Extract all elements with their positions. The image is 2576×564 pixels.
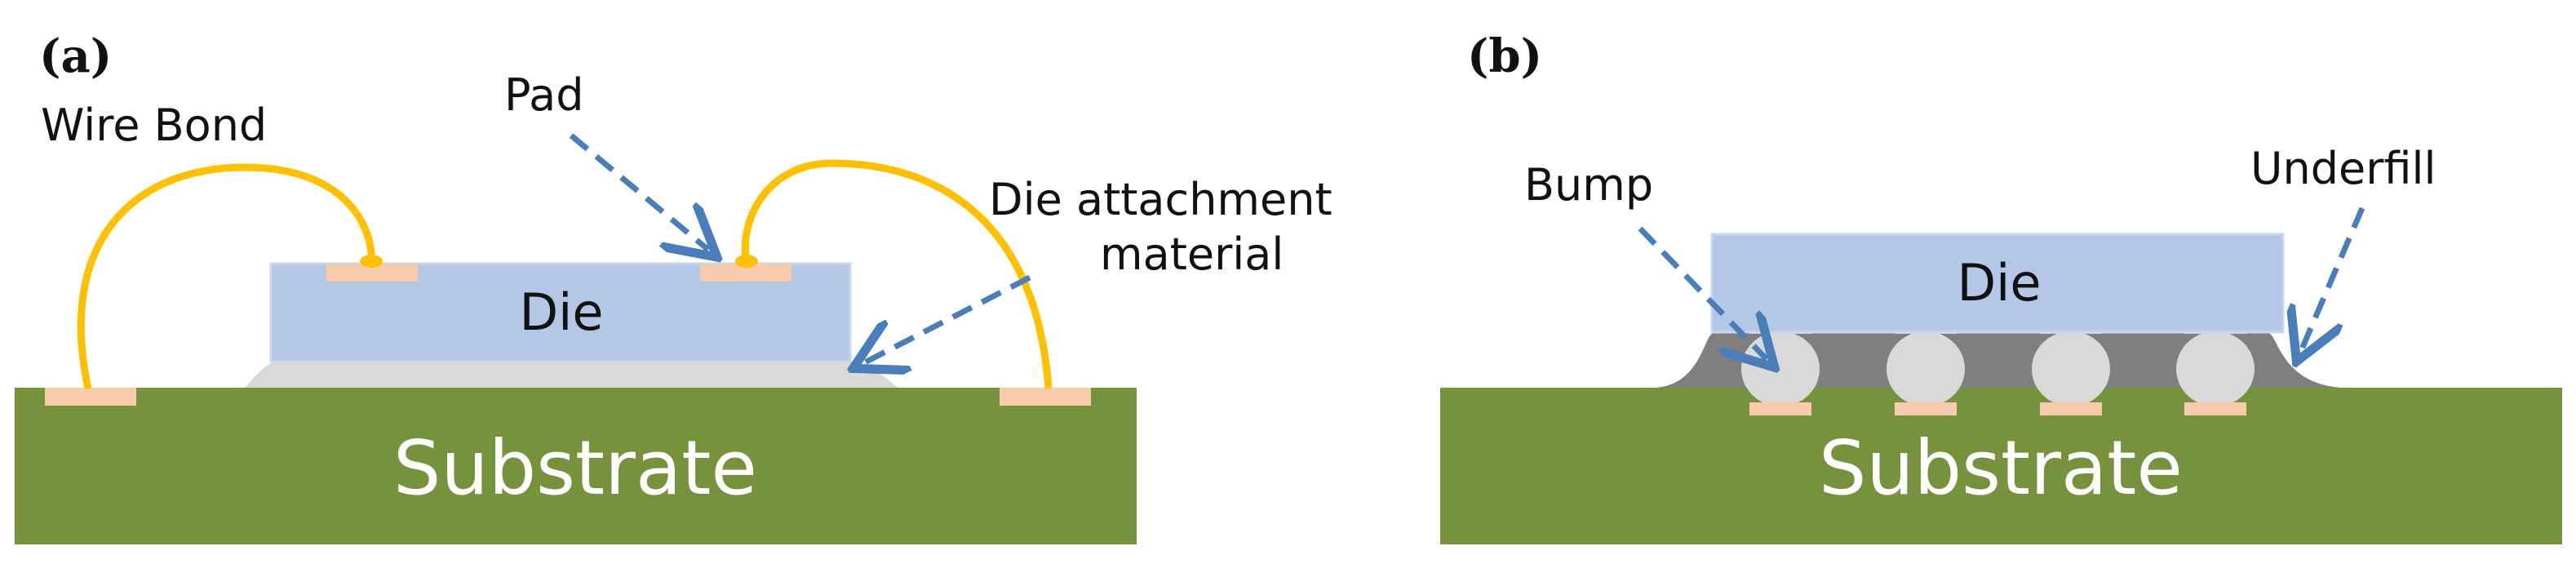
attach-arrow <box>863 274 1031 363</box>
bump-pad-bottom <box>2040 402 2102 415</box>
attach-callout-line1: Die attachment <box>989 174 1332 225</box>
bump <box>1741 331 1820 406</box>
substrate-a <box>15 388 1137 544</box>
attach-callout-line2: material <box>1100 229 1284 280</box>
die-b-label: Die <box>1957 253 2041 313</box>
bump <box>2032 331 2110 406</box>
substrate-b-label: Substrate <box>1819 424 2183 512</box>
substrate-a-label: Substrate <box>393 424 757 512</box>
underfill-arrow <box>2301 207 2365 351</box>
substrate-pad-right <box>1000 388 1091 406</box>
ball-bond-right <box>735 255 758 268</box>
underfill-callout: Underfill <box>2250 143 2436 194</box>
die-attachment-material <box>245 362 898 388</box>
pad-callout: Pad <box>504 69 584 121</box>
bump-callout: Bump <box>1524 159 1653 211</box>
panel-a-wire-bond: (a) Substrate Die Wire Bond Pad Die atta… <box>15 29 1332 544</box>
wire-bond-right <box>741 159 1053 389</box>
panel-a-label: (a) <box>39 29 112 83</box>
bump-pad-bottom <box>1749 402 1811 415</box>
die-pad-left <box>326 264 418 282</box>
wire-bond-callout: Wire Bond <box>41 100 267 151</box>
bump-arrow <box>1638 226 1767 359</box>
ball-bond-left <box>360 255 383 268</box>
substrate-b <box>1440 388 2562 544</box>
pad-arrow <box>569 133 708 250</box>
panel-b-label: (b) <box>1467 29 1542 83</box>
panel-b-flip-chip: (b) Substrate Die Bump Underfill <box>1440 29 2562 544</box>
underfill <box>1656 333 2342 388</box>
bump <box>1887 331 1965 406</box>
substrate-pad-left <box>45 388 136 406</box>
die-b <box>1710 233 2285 334</box>
bump <box>2176 331 2255 406</box>
wire-bond-left <box>77 163 375 389</box>
die-pad-right <box>700 264 791 282</box>
bump-pad-bottom <box>2184 402 2246 415</box>
bump-pad-bottom <box>1895 402 1957 415</box>
die-a-label: Die <box>519 282 603 342</box>
